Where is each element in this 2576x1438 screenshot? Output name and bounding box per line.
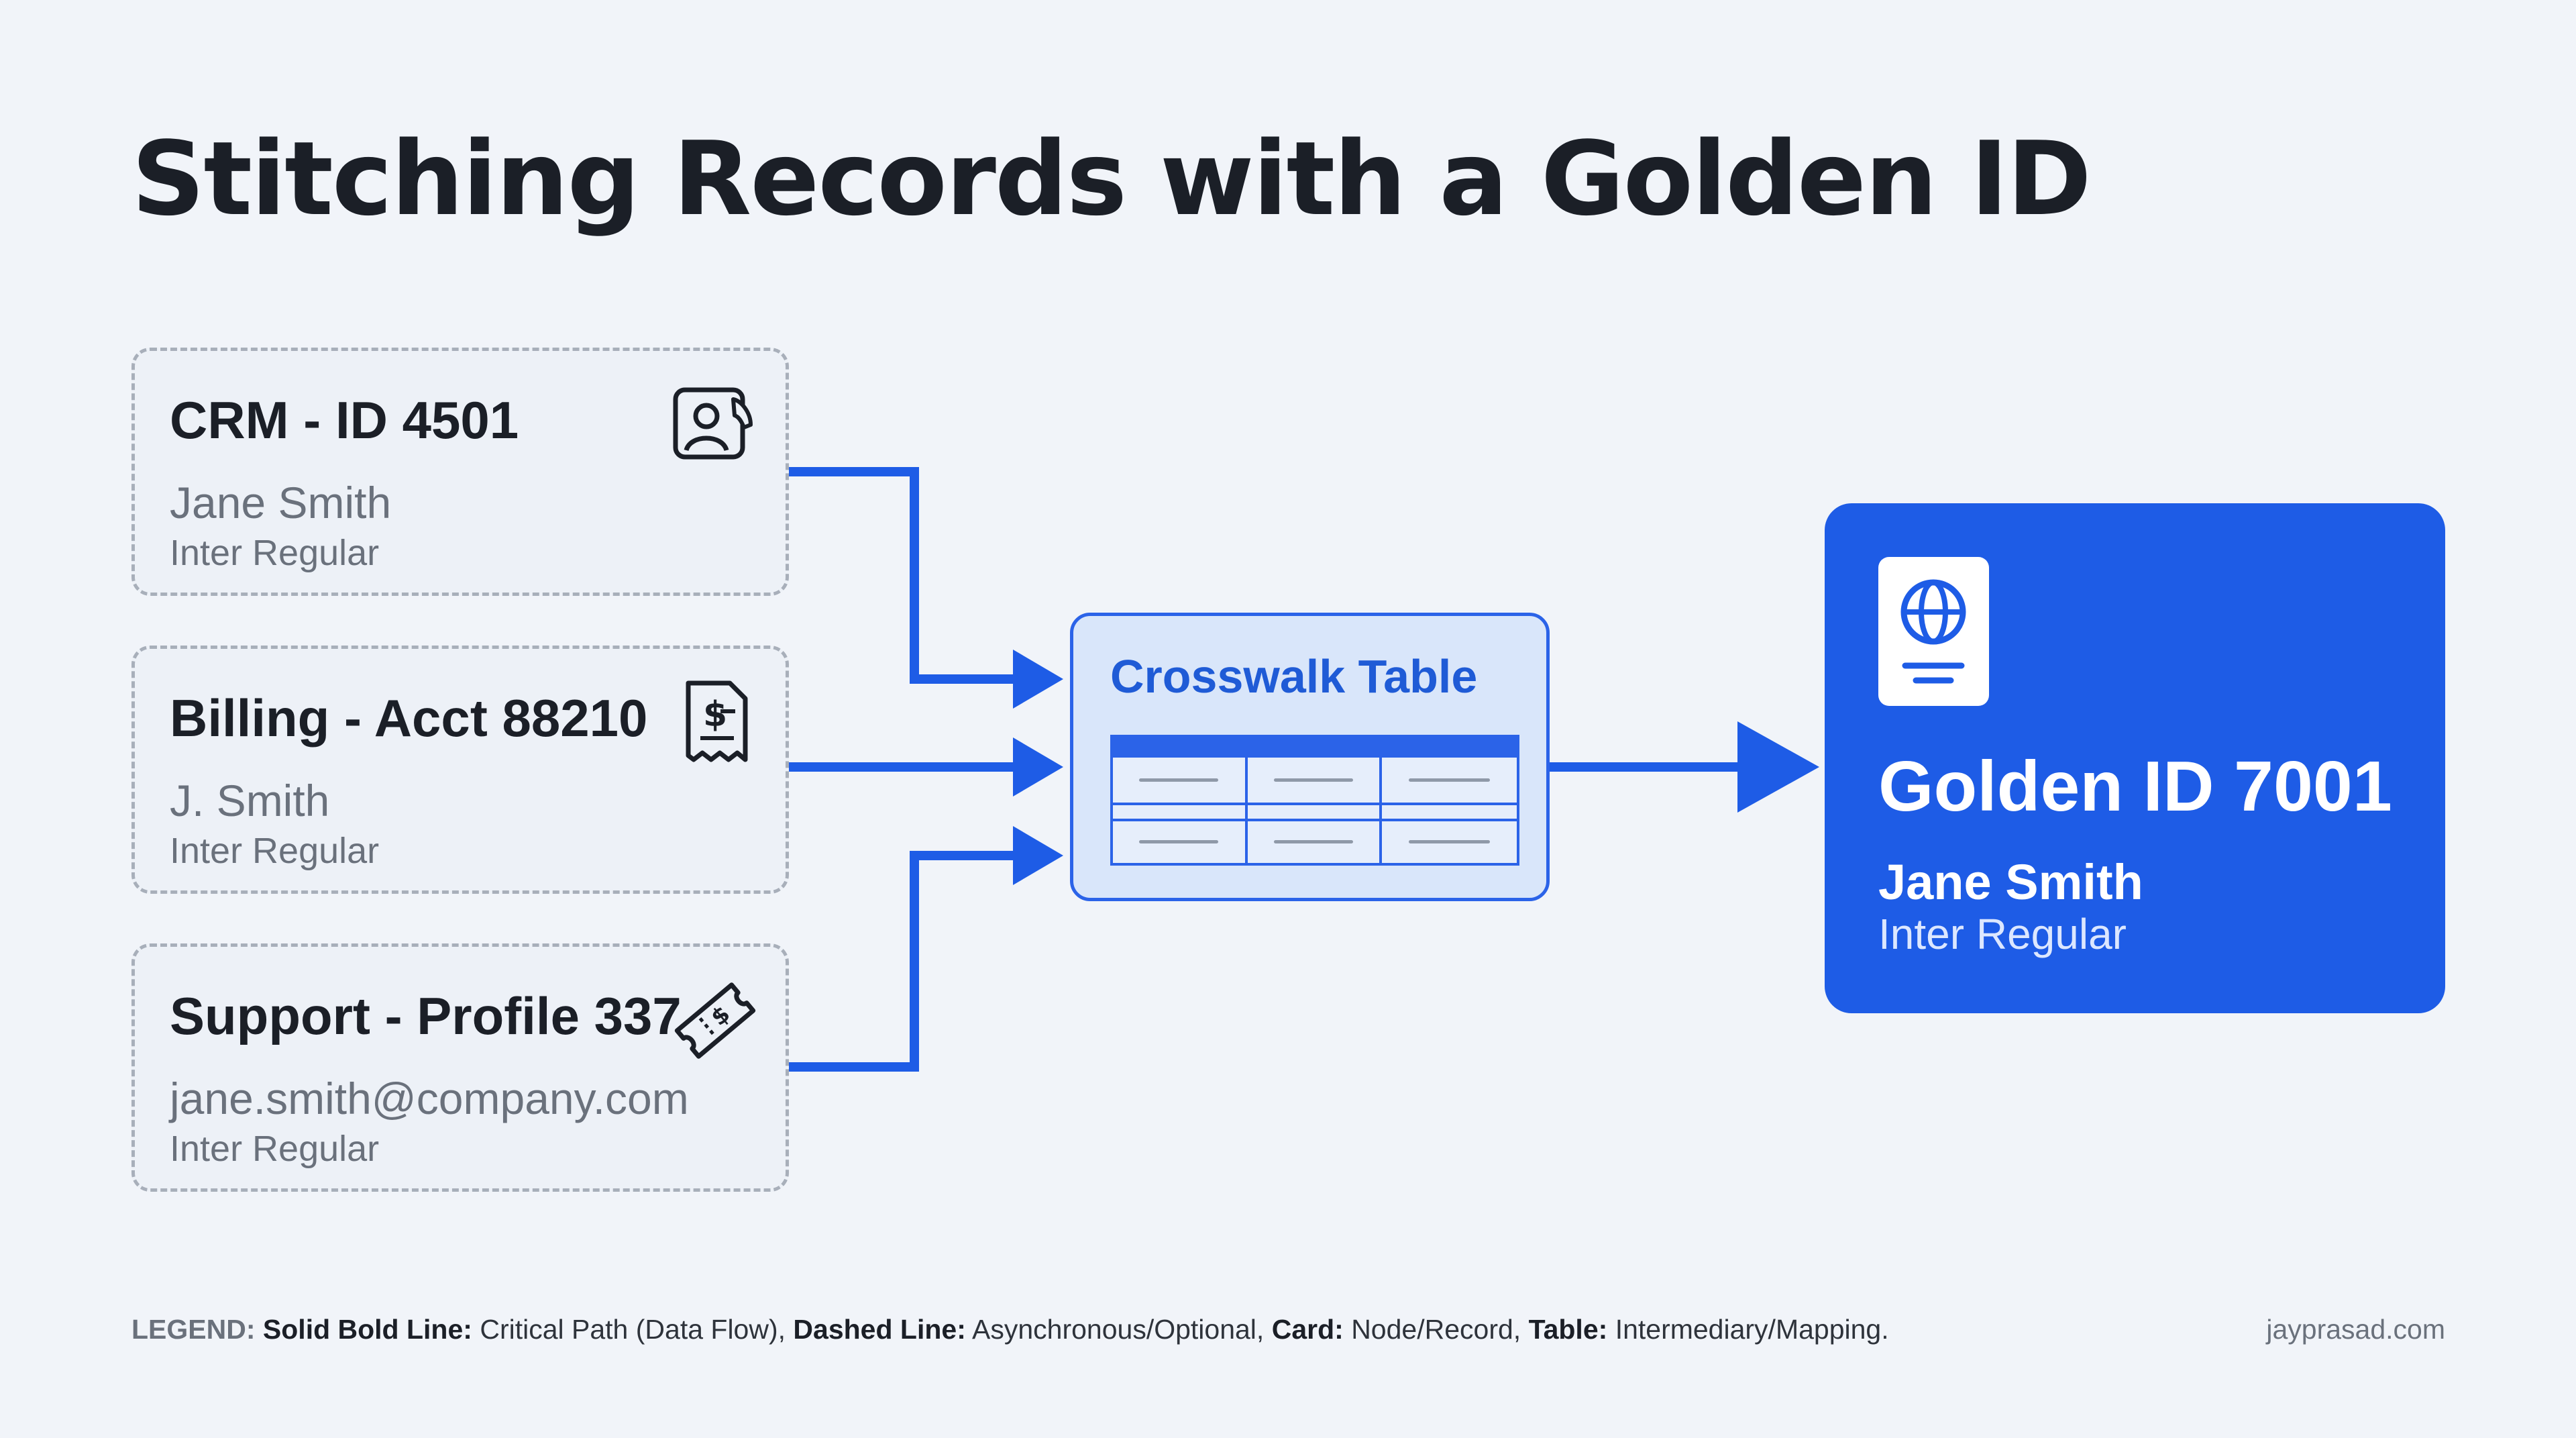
arrow-support-to-crosswalk <box>789 851 1020 1072</box>
card-name: Jane Smith <box>170 478 392 527</box>
card-title: CRM - ID 4501 <box>170 391 519 450</box>
card-name: J. Smith <box>170 776 330 825</box>
golden-id-name: Jane Smith <box>1878 854 2143 910</box>
source-card-support: Support - Profile 337 jane.smith@company… <box>131 943 789 1192</box>
card-name: jane.smith@company.com <box>170 1074 689 1123</box>
legend-value: Asynchronous/Optional, <box>972 1314 1265 1345</box>
legend-key: Solid Bold Line: <box>262 1314 472 1345</box>
source-card-billing: Billing - Acct 88210 J. Smith Inter Regu… <box>131 646 789 894</box>
card-title: Billing - Acct 88210 <box>170 688 648 748</box>
legend-key: Card: <box>1271 1314 1344 1345</box>
crosswalk-table-node: Crosswalk Table <box>1070 613 1550 901</box>
golden-id-sub: Inter Regular <box>1878 910 2127 958</box>
receipt-dollar-icon: $ <box>686 680 748 762</box>
svg-text:$: $ <box>703 695 727 735</box>
legend: LEGEND: Solid Bold Line: Critical Path (… <box>131 1314 1889 1345</box>
legend-value: Critical Path (Data Flow), <box>480 1314 786 1345</box>
credit-link[interactable]: jayprasad.com <box>2266 1314 2445 1345</box>
card-sub: Inter Regular <box>170 1129 380 1169</box>
ticket-icon: $ <box>674 982 756 1059</box>
passport-globe-icon <box>1878 557 1989 706</box>
legend-key: Dashed Line: <box>793 1314 966 1345</box>
table-icon <box>1110 735 1519 866</box>
page-title: Stitching Records with a Golden ID <box>131 119 2092 238</box>
source-card-crm: CRM - ID 4501 Jane Smith Inter Regular <box>131 348 789 596</box>
arrowhead <box>1737 721 1819 813</box>
arrowhead <box>1013 737 1063 797</box>
arrowhead <box>1013 826 1063 885</box>
card-title: Support - Profile 337 <box>170 986 682 1045</box>
golden-id-card: Golden ID 7001 Jane Smith Inter Regular <box>1825 503 2445 1013</box>
arrowhead <box>1013 650 1063 709</box>
contact-card-icon <box>673 387 753 460</box>
golden-id-title: Golden ID 7001 <box>1878 747 2392 826</box>
card-sub: Inter Regular <box>170 533 380 573</box>
legend-value: Intermediary/Mapping. <box>1615 1314 1889 1345</box>
card-sub: Inter Regular <box>170 831 380 871</box>
arrow-crm-to-crosswalk <box>789 467 1020 684</box>
crosswalk-title: Crosswalk Table <box>1110 650 1478 703</box>
legend-label: LEGEND: <box>131 1314 256 1345</box>
legend-key: Table: <box>1528 1314 1608 1345</box>
legend-value: Node/Record, <box>1351 1314 1521 1345</box>
